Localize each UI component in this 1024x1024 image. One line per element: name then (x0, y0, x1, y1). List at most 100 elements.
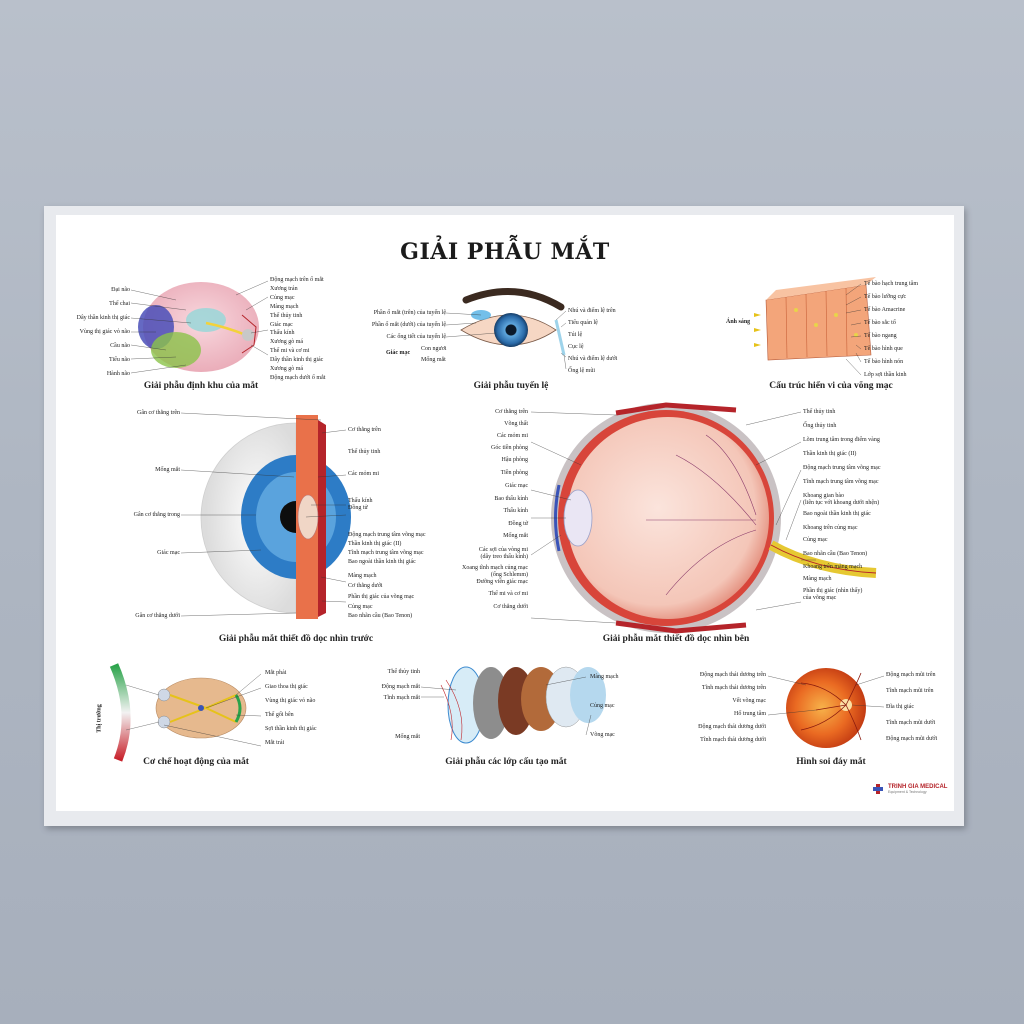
anatomy-label: Tiểu quản lệ (568, 320, 598, 326)
caption-front-section: Giải phẫu mắt thiết đồ dọc nhìn trước (218, 634, 374, 644)
anatomy-label: Tĩnh mạch mũi trên (886, 688, 934, 694)
brain-illustration (138, 282, 259, 372)
anatomy-label: Thể mi và cơ mi (488, 591, 529, 597)
anatomy-label: Thị trường (96, 704, 103, 733)
anatomy-label: Màng mạch (590, 674, 619, 680)
anatomy-label: Tiểu não (109, 357, 130, 363)
anatomy-label: Phần ổ mắt (dưới) của tuyến lệ (371, 322, 446, 328)
anatomy-label: Ống lệ mũi (568, 368, 595, 374)
anatomy-label: Thấu kính (503, 508, 529, 514)
anatomy-label: Đĩa thị giác (886, 704, 914, 710)
anatomy-label: Xoang tĩnh mạch củng mạc (ống Schlemm) (462, 565, 528, 578)
anatomy-label: Tế bào hình que (864, 346, 903, 352)
anatomy-label: Nhú và điểm lệ trên (568, 308, 616, 314)
anatomy-label: Dây thần kinh thị giác (76, 315, 130, 321)
anatomy-label: Cơ thẳng dưới (348, 583, 383, 589)
anatomy-label: Giác mạc (157, 550, 180, 556)
anatomy-label: Các mỏm mi (497, 433, 528, 439)
anatomy-label: Đại não (111, 287, 130, 293)
anatomy-label: Hố trung tâm (734, 711, 766, 717)
anatomy-label: Tĩnh mạch mắt (383, 695, 420, 701)
anatomy-label: Giác mạc (386, 350, 411, 356)
anatomy-label: Phần thị giác (nhìn thấy) của võng mạc (803, 588, 863, 601)
anatomy-label: Thể thủy tinh (387, 669, 420, 675)
anatomy-label: Dây thần kinh thị giác (270, 357, 324, 364)
anatomy-label: Động mạch thái dương trên (699, 672, 766, 678)
visual-pathway-illustration (109, 663, 247, 762)
anatomy-label: Động mạch trên ổ mắt (270, 277, 324, 283)
anatomy-label: Gân cơ thẳng dưới (135, 613, 180, 619)
retina-block-illustration (754, 277, 876, 361)
front-cutaway-eye (200, 415, 351, 619)
anatomy-label: Hậu phòng (501, 457, 529, 463)
anatomy-label: Tĩnh mạch thái dương dưới (700, 737, 766, 743)
anatomy-label: Củng mạc (270, 294, 295, 301)
anatomy-label: Con ngươi (421, 346, 447, 352)
anatomy-label: Xương gò má (270, 366, 304, 372)
caption-lacrimal: Giải phẫu tuyến lệ (473, 381, 549, 391)
caption-regional-anatomy: Giải phẫu định khu của mắt (143, 381, 259, 391)
anatomy-label: Phần ổ mắt (trên) của tuyến lệ (373, 310, 446, 316)
anatomy-label: Động mạch trung tâm võng mạc (348, 532, 426, 538)
anatomy-label: Khoang trên củng mạc (803, 525, 858, 531)
anatomy-label: Thấu kính (270, 330, 295, 337)
anatomy-label: Khoang gian bào (liên tục với khoang dướ… (803, 493, 880, 506)
poster-title: GIẢI PHẪU MẮT (400, 239, 610, 265)
anatomy-label: Cơ thẳng trên (495, 409, 528, 415)
anatomy-label: Bao nhãn cầu (Bao Tenon) (803, 551, 868, 557)
anatomy-label: Tế bào hình nón (864, 359, 904, 365)
anatomy-label: Màng mạch (803, 576, 832, 582)
anatomy-label: Sợi thần kinh thị giác (265, 726, 317, 732)
anatomy-label: Giác mạc (270, 321, 293, 328)
anatomy-label: Mắt trái (265, 740, 285, 746)
anatomy-label: Thấu kính (348, 498, 373, 504)
anatomy-label: Bao nhãn cầu (Bao Tenon) (348, 613, 413, 619)
anatomy-label: Võng mạc (590, 732, 615, 738)
anatomy-label: Thể thủy tinh (270, 312, 303, 319)
anatomy-label: Mắt phải (265, 670, 287, 676)
anatomy-label: Tế bào lưỡng cực (864, 294, 907, 300)
anatomy-label: Vùng thị giác vỏ não (79, 329, 130, 335)
anatomy-label: Võng thất (504, 421, 528, 427)
anatomy-label: Ánh sáng (726, 319, 751, 325)
anatomy-label: Đường viền giác mạc (476, 579, 528, 585)
anatomy-label: Cầu não (110, 343, 130, 349)
anatomy-label: Mống mắt (155, 467, 180, 473)
caption-retina-micro: Cấu trúc hiển vi của võng mạc (769, 381, 893, 391)
anatomy-label: Động mạch mũi dưới (886, 736, 938, 742)
anatomy-label: Lớp sợi thần kinh (864, 372, 907, 378)
anatomy-label: Vùng thị giác vỏ não (265, 698, 316, 704)
anatomy-label: Tĩnh mạch mũi dưới (886, 720, 936, 726)
anatomy-label: Tế bào sắc tố (864, 320, 896, 326)
anatomy-label: Xương trán (270, 285, 298, 292)
anatomy-label: Động mạch trung tâm võng mạc (803, 465, 881, 471)
anatomy-label: Bao thấu kính (494, 496, 528, 502)
anatomy-poster: GIẢI PHẪU MẮT (56, 215, 954, 811)
anatomy-label: Ống thủy tinh (803, 423, 837, 429)
anatomy-label: Cục lệ (568, 344, 584, 350)
anatomy-label: Tĩnh mạch thái dương trên (701, 685, 766, 691)
anatomy-label: Các ống tiết của tuyến lệ (386, 334, 446, 340)
brand-logo: TRINH GIA MEDICAL Equipment & Technology (872, 783, 947, 795)
anatomy-label: Phần thị giác của võng mạc (348, 594, 415, 600)
lacrimal-eye-illustration (460, 288, 566, 356)
anatomy-label: Lõm trung tâm trong điểm vàng (803, 437, 880, 443)
caption-visual-mechanism: Cơ chế hoạt động của mắt (143, 757, 249, 767)
anatomy-label: Gân cơ thẳng trên (137, 410, 180, 416)
anatomy-label: Mống mắt (503, 533, 528, 539)
anatomy-label: Gân cơ thẳng trong (133, 512, 180, 518)
anatomy-label: Củng mạc (803, 537, 828, 543)
anatomy-label: Bao ngoài thần kinh thị giác (803, 511, 871, 517)
anatomy-label: Củng mạc (590, 703, 615, 709)
caption-eye-layers: Giải phẫu các lớp cấu tạo mắt (445, 757, 567, 767)
anatomy-label: Thể gối bên (265, 712, 294, 718)
anatomy-label: Khoang trên màng mạch (803, 564, 863, 570)
anatomy-label: Giao thoa thị giác (265, 684, 308, 690)
fundus-illustration (786, 668, 866, 748)
anatomy-label: Xương gò má (270, 339, 304, 346)
anatomy-label: Hành não (106, 371, 130, 377)
anatomy-label: Nhú và điểm lệ dưới (568, 356, 618, 362)
anatomy-label: Vết võng mạc (732, 698, 766, 704)
caption-side-section: Giải phẫu mắt thiết đồ dọc nhìn bên (602, 634, 750, 644)
anatomy-label: Động mạch mũi trên (886, 672, 936, 678)
